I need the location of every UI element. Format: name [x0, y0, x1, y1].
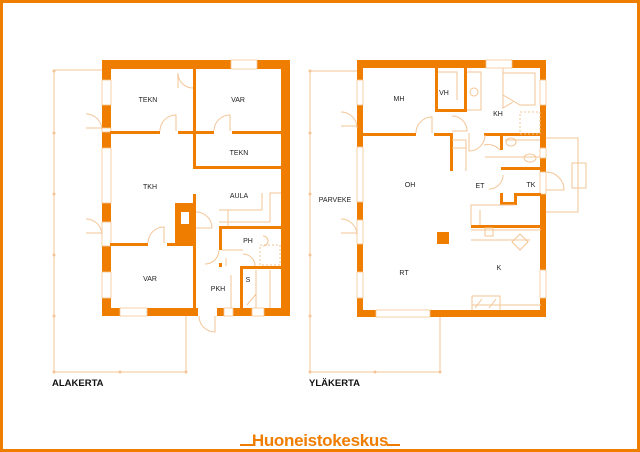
floor-plan-ylakerta: MH VH KH OH ET TK PARVEKE RT K YLÄKERTA	[308, 59, 587, 389]
room-label: VAR	[231, 97, 245, 104]
brand-logo: Huoneistokeskus	[240, 431, 400, 450]
room-label: RT	[399, 270, 409, 277]
balcony-outline	[309, 70, 441, 373]
room-label: PARVEKE	[319, 197, 352, 204]
room-label: K	[497, 265, 502, 272]
room-label: PH	[243, 238, 253, 245]
room-label: ET	[476, 183, 486, 190]
room-label: VH	[439, 90, 449, 97]
room-label: TEKN	[230, 150, 249, 157]
chimney	[437, 232, 449, 244]
room-label: S	[246, 277, 251, 284]
room-label: OH	[405, 182, 416, 189]
floor-plan-alakerta: TEKN VAR TEKN TKH AULA PH VAR PKH S ALAK…	[52, 59, 290, 389]
room-label: TK	[527, 182, 536, 189]
room-label: TEKN	[139, 97, 158, 104]
floor-title: ALAKERTA	[52, 378, 104, 389]
wall	[102, 308, 198, 316]
room-label: PKH	[211, 286, 225, 293]
brand-name: Huoneistokeskus	[252, 431, 388, 450]
room-label: AULA	[230, 193, 249, 200]
room-label: KH	[493, 111, 503, 118]
room-label: VAR	[143, 276, 157, 283]
wall	[281, 60, 290, 316]
floor-title: YLÄKERTA	[309, 378, 360, 389]
terrace-outline	[53, 69, 187, 373]
wall	[102, 60, 290, 69]
room-label: TKH	[143, 184, 157, 191]
room-label: MH	[394, 96, 405, 103]
